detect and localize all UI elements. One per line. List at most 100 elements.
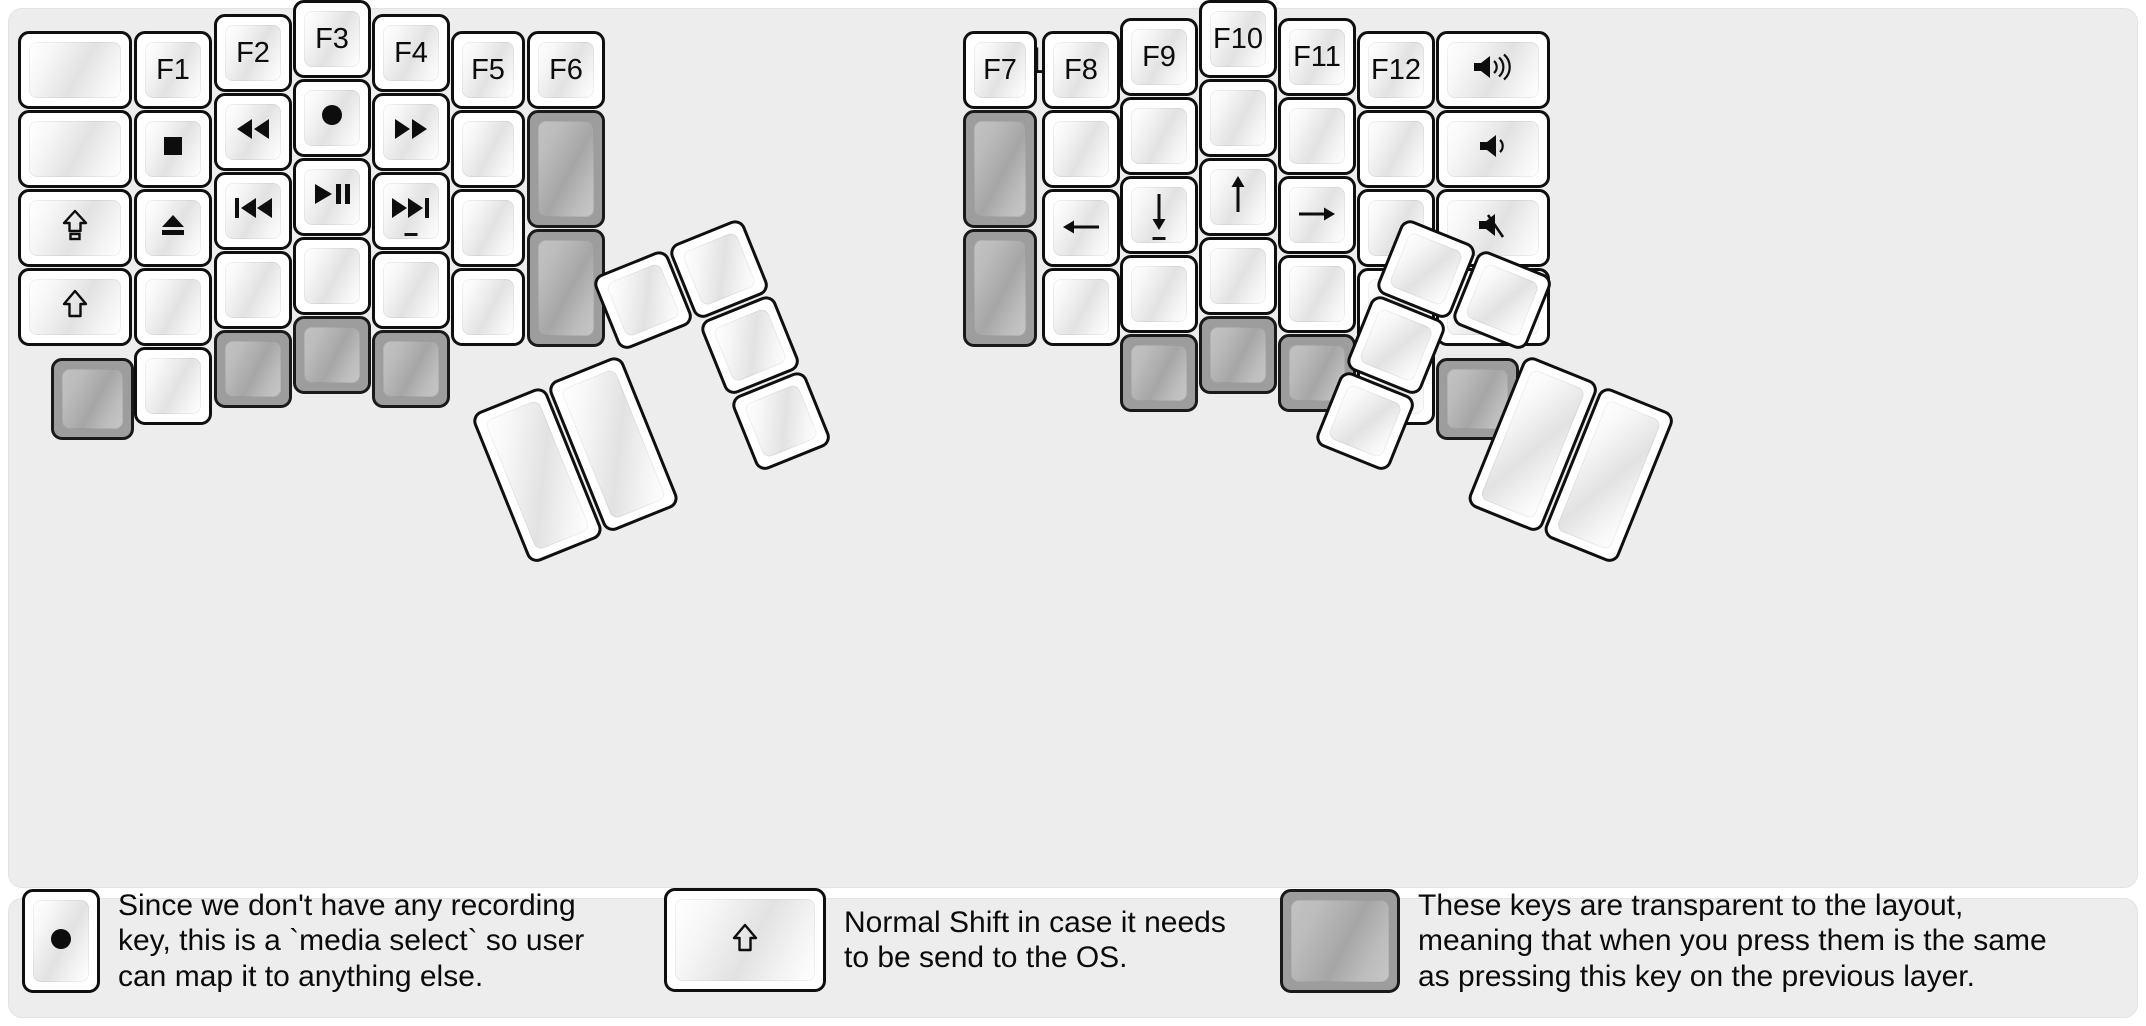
key-blank-r3r2[interactable] — [1120, 97, 1198, 175]
key-label: F5 — [471, 53, 505, 86]
key-media-eject[interactable] — [134, 189, 212, 267]
key-transparent-l5r5[interactable] — [372, 330, 450, 408]
keycap-face — [538, 121, 594, 217]
legend-item-record-text: Since we don't have any recording key, t… — [118, 889, 585, 993]
key-arrow-right[interactable] — [1278, 176, 1356, 254]
media-fast-forward-icon — [392, 116, 430, 148]
key-transparent-l7r3[interactable] — [527, 229, 605, 347]
key-label: F8 — [1064, 53, 1098, 86]
key-f5[interactable]: F5 — [451, 31, 525, 109]
key-blank-l4r4[interactable] — [293, 237, 371, 315]
key-transparent-r1r2[interactable] — [963, 110, 1037, 228]
key-blank-r5r2[interactable] — [1278, 97, 1356, 175]
key-caps-lock[interactable] — [18, 189, 132, 267]
keycap-face: F12 — [1368, 42, 1424, 98]
key-arrow-down[interactable] — [1120, 176, 1198, 254]
key-arrow-left[interactable] — [1042, 189, 1120, 267]
key-shift-left[interactable] — [18, 268, 132, 346]
keycap-face — [383, 183, 439, 239]
key-blank-r2r2[interactable] — [1042, 110, 1120, 188]
legend-item-record: Since we don't have any recording key, t… — [22, 888, 584, 994]
key-f4[interactable]: F4 — [372, 14, 450, 92]
key-volume-down[interactable] — [1436, 110, 1550, 188]
media-record-icon — [317, 100, 347, 136]
keycap-face: F7 — [974, 42, 1026, 98]
key-media-play-pause[interactable] — [293, 158, 371, 236]
key-media-prev-track[interactable] — [214, 172, 292, 250]
key-f10[interactable]: F10 — [1199, 0, 1277, 78]
key-blank-r4r4[interactable] — [1199, 237, 1277, 315]
key-media-next-track[interactable] — [372, 172, 450, 250]
keycap-face — [383, 262, 439, 318]
key-blank-l2r5[interactable] — [134, 347, 212, 425]
legend-panel — [8, 898, 2138, 1018]
media-play-pause-icon — [312, 181, 352, 213]
keycap-face — [1131, 108, 1187, 164]
key-blank-l1r2[interactable] — [18, 110, 132, 188]
key-volume-up[interactable] — [1436, 31, 1550, 109]
key-arrow-up[interactable] — [1199, 158, 1277, 236]
keycap-face — [1210, 248, 1266, 304]
key-media-record[interactable] — [293, 79, 371, 157]
keycap-face — [145, 279, 201, 335]
keycap-face — [1447, 369, 1508, 429]
key-blank-r2r4[interactable] — [1042, 268, 1120, 346]
arrow-up-icon — [1227, 174, 1249, 220]
media-eject-icon — [157, 210, 189, 246]
keycap-face: F11 — [1289, 29, 1345, 85]
key-media-rewind[interactable] — [214, 93, 292, 171]
key-transparent-l4r5[interactable] — [293, 316, 371, 394]
key-f8[interactable]: F8 — [1042, 31, 1120, 109]
keycap-face — [1464, 261, 1541, 338]
caps-lock-icon — [62, 209, 88, 247]
key-blank-r5r4[interactable] — [1278, 255, 1356, 333]
key-blank-l5r4[interactable] — [372, 251, 450, 329]
key-f6[interactable]: F6 — [527, 31, 605, 109]
key-media-stop[interactable] — [134, 110, 212, 188]
key-transparent-r3r5[interactable] — [1120, 334, 1198, 412]
keycap-face — [29, 121, 121, 177]
key-media-fast-forward[interactable] — [372, 93, 450, 171]
key-label: F1 — [156, 53, 190, 86]
key-label: F11 — [1293, 40, 1341, 73]
key-f1[interactable]: F1 — [134, 31, 212, 109]
key-blank-l6r4[interactable] — [451, 268, 525, 346]
keycap-face — [1131, 187, 1187, 243]
key-transparent-l7r2[interactable] — [527, 110, 605, 228]
keycap-face — [29, 200, 121, 256]
key-blank-l3r4[interactable] — [214, 251, 292, 329]
keycap-face — [29, 279, 121, 335]
key-f12[interactable]: F12 — [1357, 31, 1435, 109]
key-f2[interactable]: F2 — [214, 14, 292, 92]
keycap-face — [462, 279, 514, 335]
key-transparent-l1r5[interactable] — [51, 358, 134, 440]
key-f3[interactable]: F3 — [293, 0, 371, 78]
legend-item-shift-key-sample — [664, 888, 826, 992]
shift-icon — [732, 923, 758, 958]
key-blank-l6r2[interactable] — [451, 110, 525, 188]
keycap-face — [712, 307, 788, 383]
key-blank-r6r2[interactable] — [1357, 110, 1435, 188]
key-blank-l6r3[interactable] — [451, 189, 525, 267]
keycap-face — [462, 200, 514, 256]
keycap-face — [383, 341, 439, 397]
keycap-face — [304, 90, 360, 146]
key-label: F9 — [1142, 40, 1176, 73]
key-f7[interactable]: F7 — [963, 31, 1037, 109]
key-f11[interactable]: F11 — [1278, 18, 1356, 96]
volume-mute-icon — [1476, 210, 1510, 246]
key-blank-r3r4[interactable] — [1120, 255, 1198, 333]
keycap-face — [225, 104, 281, 160]
keycap-face: F3 — [304, 11, 360, 67]
keycap-face: F4 — [383, 25, 439, 81]
keycap-face — [1447, 42, 1539, 98]
keycap-face — [675, 899, 815, 981]
key-transparent-r4r5[interactable] — [1199, 316, 1277, 394]
media-stop-icon — [160, 133, 186, 165]
key-blank-r4r2[interactable] — [1199, 79, 1277, 157]
key-f9[interactable]: F9 — [1120, 18, 1198, 96]
key-blank-l2r4[interactable] — [134, 268, 212, 346]
key-blank-l1r1[interactable] — [18, 31, 132, 109]
key-transparent-l3r5[interactable] — [214, 330, 292, 408]
key-transparent-r1r3[interactable] — [963, 229, 1037, 347]
